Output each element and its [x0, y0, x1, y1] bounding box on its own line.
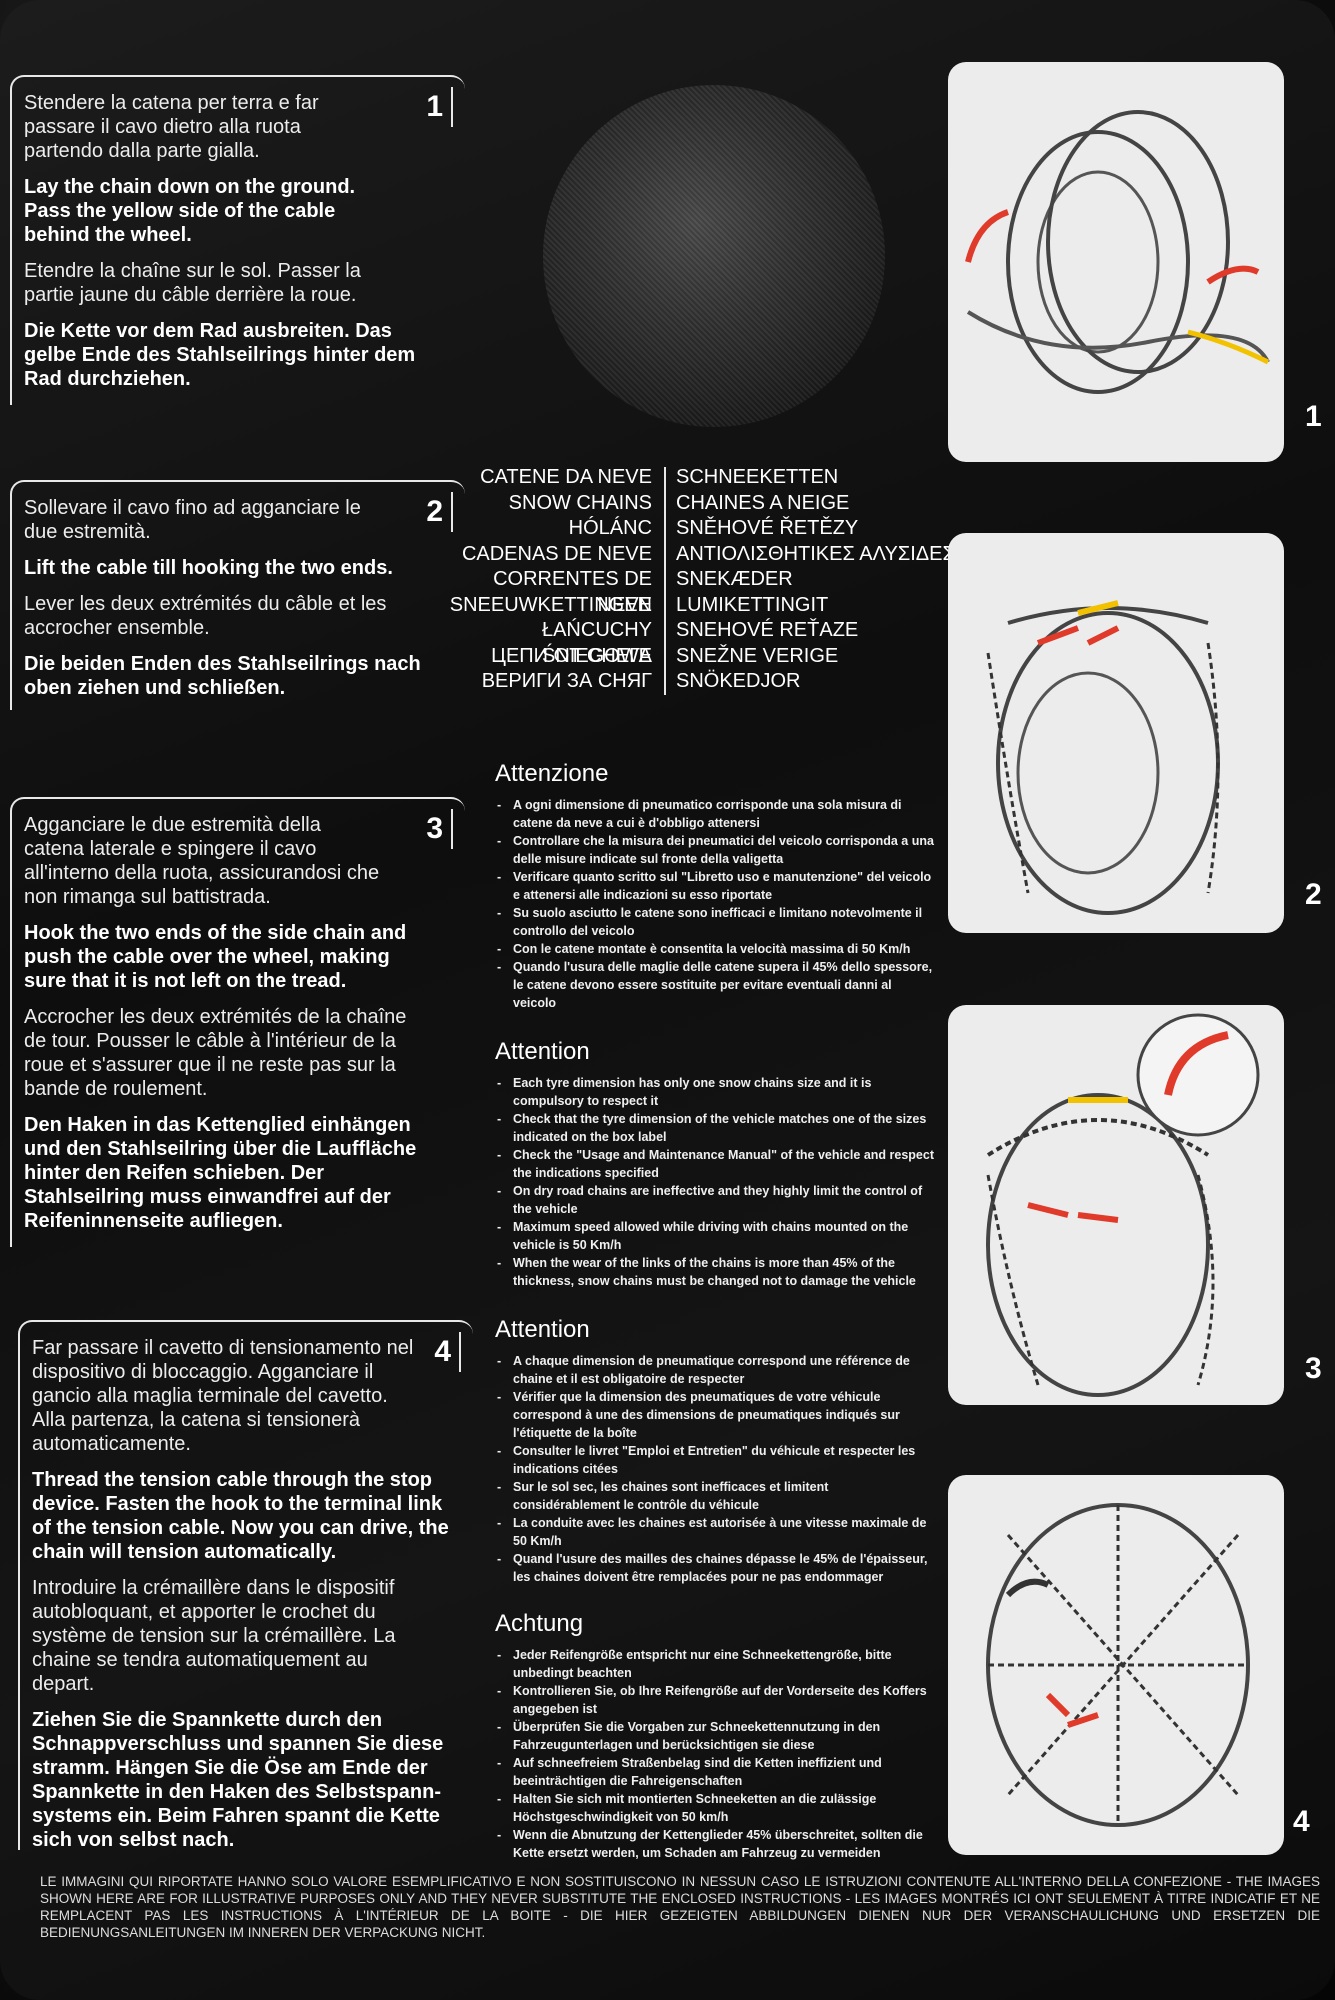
warning-item: La conduite avec les chaines est autoris…: [497, 1514, 935, 1550]
title-right: SNEKÆDER: [676, 568, 793, 590]
warning-title: Attenzione: [495, 760, 609, 787]
warning-item: Auf schneefreiem Straßenbelag sind die K…: [497, 1754, 935, 1790]
title-right: SNÖKEDJOR: [676, 670, 801, 692]
title-left: CADENAS DE NEVE: [461, 542, 652, 565]
step-text-de: Den Haken in das Kettenglied einhängen u…: [24, 1114, 417, 1232]
warning-item: On dry road chains are ineffective and t…: [497, 1182, 935, 1218]
warning-item: Controllare che la misura dei pneumatici…: [497, 832, 935, 868]
warning-item: Vérifier que la dimension des pneumatiqu…: [497, 1388, 935, 1442]
step-3-box: 3 Agganciare le due estremità della cate…: [10, 797, 465, 1247]
step-text-en: Lift the cable till hooking the two ends…: [24, 557, 393, 579]
step-text-de: Die beiden Enden des Stahlseilrings nach…: [24, 653, 421, 699]
step-text-fr: Etendre la chaîne sur le sol. Passer la …: [24, 260, 361, 306]
warning-item: Halten Sie sich mit montierten Schneeket…: [497, 1790, 935, 1826]
warning-item: A ogni dimensione di pneumatico corrispo…: [497, 796, 935, 832]
warning-item: Con le catene montate è consentita la ve…: [497, 940, 935, 958]
warning-title: Attention: [495, 1038, 590, 1065]
step-number: 3: [426, 809, 453, 849]
illustration-number: 1: [1305, 400, 1322, 433]
title-left: ЦЕПИ ОТ СНЕГА: [491, 644, 652, 667]
warning-item: Quando l'usura delle maglie delle catene…: [497, 958, 935, 1012]
title-right: SNĚHOVÉ ŘETĚZY: [676, 517, 859, 539]
illustration-number: 4: [1293, 1805, 1310, 1838]
warning-title: Attention: [495, 1316, 590, 1343]
warning-block-en: Attention Each tyre dimension has only o…: [495, 1038, 935, 1290]
title-left: ВЕРИГИ ЗА СНЯГ: [481, 670, 652, 692]
disclaimer-footer: LE IMMAGINI QUI RIPORTATE HANNO SOLO VAL…: [40, 1874, 1320, 1940]
step-text-it: Far passare il cavetto di tensionamento …: [32, 1337, 414, 1455]
step-text-fr: Lever les deux extrémités du câble et le…: [24, 593, 387, 639]
title-right: SNEHOVÉ REŤAZE: [676, 619, 859, 641]
step-number: 1: [426, 87, 453, 127]
step-4-box: 4 Far passare il cavetto di tensionament…: [18, 1320, 473, 1851]
step-text-de: Ziehen Sie die Spannkette durch den Schn…: [32, 1709, 444, 1851]
wheel-illustration: [986, 1503, 1250, 1827]
velcro-patch: [543, 85, 885, 427]
title-right: SCHNEEKETTEN: [676, 466, 839, 488]
step-2-box: 2 Sollevare il cavo fino ad agganciare l…: [10, 480, 465, 710]
warning-item: Verificare quanto scritto sul "Libretto …: [497, 868, 935, 904]
step-text-it: Sollevare il cavo fino ad agganciare le …: [24, 497, 361, 543]
step-number: 4: [434, 1332, 461, 1372]
warning-item: Maximum speed allowed while driving with…: [497, 1218, 935, 1254]
title-left: SNOW CHAINS: [508, 491, 652, 514]
step-text-en: Hook the two ends of the side chain and …: [24, 922, 407, 992]
warning-item: Jeder Reifengröße entspricht nur eine Sc…: [497, 1646, 935, 1682]
warning-item: Überprüfen Sie die Vorgaben zur Schneeke…: [497, 1718, 935, 1754]
step-text-it: Agganciare le due estremità della catena…: [24, 814, 380, 908]
illustration-step-3: [948, 1005, 1284, 1405]
title-divider: [664, 467, 666, 695]
warning-item: When the wear of the links of the chains…: [497, 1254, 935, 1290]
step-text-en: Lay the chain down on the ground. Pass t…: [24, 176, 356, 246]
warning-block-de: Achtung Jeder Reifengröße entspricht nur…: [495, 1610, 935, 1862]
step-number: 2: [426, 492, 453, 532]
illustration-number: 2: [1305, 878, 1322, 911]
title-right: ΑΝΤΙΟΛΙΣΘΗΤΙΚΕΣ ΑΛΥΣΙΔΕΣ: [676, 542, 955, 565]
illustration-number: 3: [1305, 1352, 1322, 1385]
warning-block-it: Attenzione A ogni dimensione di pneumati…: [495, 760, 935, 1012]
step-text-it: Stendere la catena per terra e far passa…: [24, 92, 319, 162]
warning-item: Check the "Usage and Maintenance Manual"…: [497, 1146, 935, 1182]
warning-item: Sur le sol sec, les chaines sont ineffic…: [497, 1478, 935, 1514]
title-left: CATENE DA NEVE: [480, 466, 652, 488]
wheel-illustration: [986, 600, 1220, 915]
step-1-box: 1 Stendere la catena per terra e far pas…: [10, 75, 465, 405]
warning-block-fr: Attention A chaque dimension de pneumati…: [495, 1316, 935, 1586]
step-text-fr: Accrocher les deux extrémités de la chaî…: [24, 1006, 407, 1100]
title-left: CORRENTES DE NEVE: [493, 568, 652, 616]
warning-item: Kontrollieren Sie, ob Ihre Reifengröße a…: [497, 1682, 935, 1718]
illustration-step-4: [948, 1475, 1284, 1855]
warning-item: A chaque dimension de pneumatique corres…: [497, 1352, 935, 1388]
title-right: CHAINES A NEIGE: [676, 491, 850, 514]
title-left: HÓLÁNC: [568, 517, 652, 539]
title-right: LUMIKETTINGIT: [676, 593, 829, 616]
warning-item: Su suolo asciutto le catene sono ineffic…: [497, 904, 935, 940]
step-text-en: Thread the tension cable through the sto…: [32, 1469, 449, 1563]
warning-item: Each tyre dimension has only one snow ch…: [497, 1074, 935, 1110]
step-text-de: Die Kette vor dem Rad ausbreiten. Das ge…: [24, 320, 416, 390]
title-right: SNEŽNE VERIGE: [676, 644, 839, 667]
warning-item: Quand l'usure des mailles des chaines dé…: [497, 1550, 935, 1586]
warning-item: Check that the tyre dimension of the veh…: [497, 1110, 935, 1146]
title-left: SNEEUWKETTINGEN: [449, 593, 652, 616]
warning-title: Achtung: [495, 1610, 584, 1637]
warning-item: Wenn die Abnutzung der Kettenglieder 45%…: [497, 1826, 935, 1862]
wheel-illustration: [965, 110, 1270, 394]
warning-item: Consulter le livret "Emploi et Entretien…: [497, 1442, 935, 1478]
illustration-step-2: [948, 533, 1284, 933]
wheel-illustration: [986, 1013, 1260, 1397]
illustration-step-1: [948, 62, 1284, 462]
title-left: ŁAŃCUCHY ŚNIEGOWE: [541, 619, 652, 667]
step-text-fr: Introduire la crémaillère dans le dispos…: [32, 1577, 396, 1695]
